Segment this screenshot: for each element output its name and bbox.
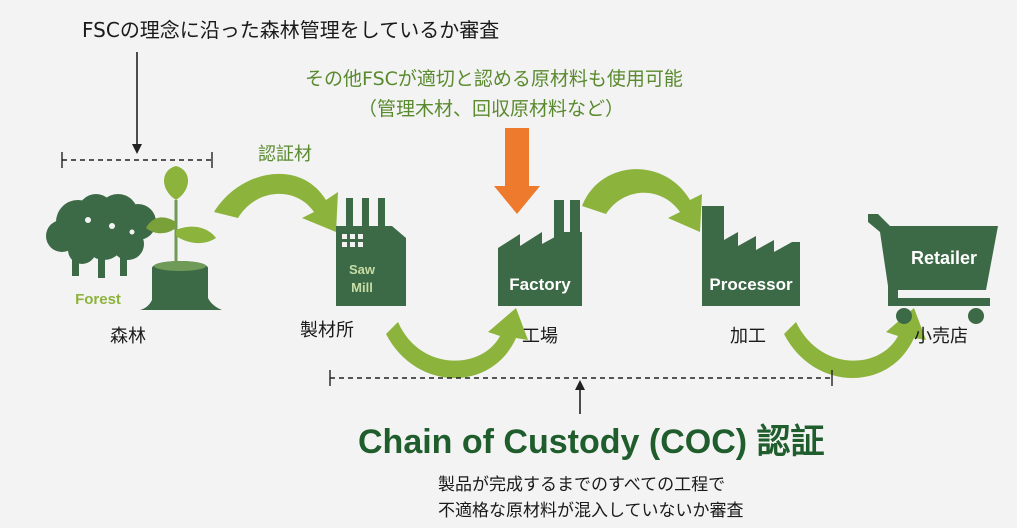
stage-label-processor: 加工	[730, 326, 766, 347]
processor-icon	[702, 206, 800, 306]
stage-label-forest: 森林	[110, 326, 146, 347]
forest-bracket	[61, 152, 213, 168]
coc-bracket	[329, 370, 833, 386]
factory-icon	[498, 200, 582, 306]
factory-icon-text: Factory	[509, 275, 571, 294]
stage-label-retailer: 小売店	[914, 326, 968, 347]
forest-icon	[46, 194, 222, 310]
retailer-icon-text: Retailer	[911, 248, 977, 268]
top-note-arrow	[132, 52, 142, 154]
certified-material-label: 認証材	[258, 144, 312, 165]
processor-icon-text: Processor	[709, 275, 793, 294]
orange-arrow	[494, 128, 540, 214]
forest-audit-note: FSCの理念に沿った森林管理をしているか審査	[82, 18, 500, 42]
other-materials-line-1: その他FSCが適切と認める原材料も使用可能	[305, 68, 683, 90]
sawmill-icon-text-1: Saw	[349, 262, 376, 277]
retailer-cart-icon	[868, 214, 998, 324]
stage-label-factory: 工場	[522, 326, 558, 347]
sapling-icon	[146, 166, 216, 262]
coc-description-line-2: 不適格な原材料が混入していないか審査	[438, 501, 744, 521]
stage-label-sawmill: 製材所	[300, 320, 354, 341]
other-materials-line-2: （管理木材、回収原材料など）	[358, 98, 625, 120]
sawmill-icon-text-2: Mill	[351, 280, 373, 295]
coc-description-line-1: 製品が完成するまでのすべての工程で	[438, 475, 726, 495]
coc-arrow	[575, 380, 585, 414]
coc-title: Chain of Custody (COC) 認証	[358, 423, 825, 461]
flow-arrows	[214, 169, 926, 379]
forest-icon-text: Forest	[75, 291, 121, 308]
sawmill-icon	[336, 198, 406, 306]
